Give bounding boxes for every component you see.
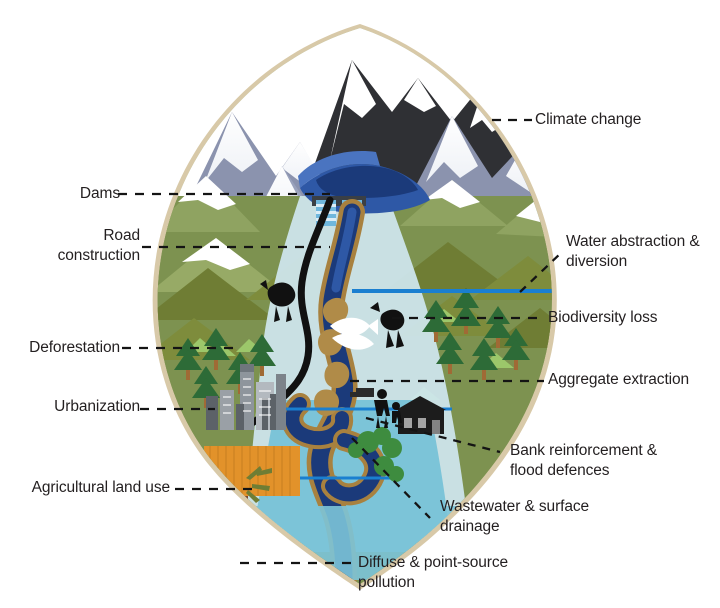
outfall-structure [350, 388, 374, 397]
label-dams: Dams [79, 185, 120, 202]
label-biodiversity-loss: Biodiversity loss [548, 309, 658, 326]
house-icon [396, 396, 446, 434]
leader-water-abstraction [519, 251, 563, 293]
label-agricultural-land-use: Agricultural land use [31, 479, 170, 496]
label-aggregate-extraction: Aggregate extraction [548, 371, 690, 388]
label-deforestation: Deforestation [29, 339, 120, 356]
leader-wastewater [351, 437, 431, 519]
label-road-construction: Road construction [57, 227, 140, 264]
conifer-forest-right [422, 288, 530, 380]
crop-symbol [246, 466, 272, 503]
label-diffuse-pollution: Diffuse & point-source pollution [358, 554, 509, 591]
label-wastewater: Wastewater & surface drainage [440, 498, 590, 535]
label-climate-change: Climate change [535, 111, 642, 128]
label-water-abstraction: Water abstraction & diversion [566, 233, 700, 270]
wildlife-figure-bird [370, 302, 405, 348]
fish-icon [330, 317, 378, 350]
riparian-trees [348, 427, 404, 482]
wildlife-figure-left [260, 280, 296, 322]
city-skyline [206, 364, 286, 430]
leader-lines [118, 118, 563, 565]
label-urbanization: Urbanization [54, 398, 140, 415]
tilled-field [204, 496, 248, 538]
label-bank-reinforcement: Bank reinforcement & flood defences [510, 442, 658, 479]
